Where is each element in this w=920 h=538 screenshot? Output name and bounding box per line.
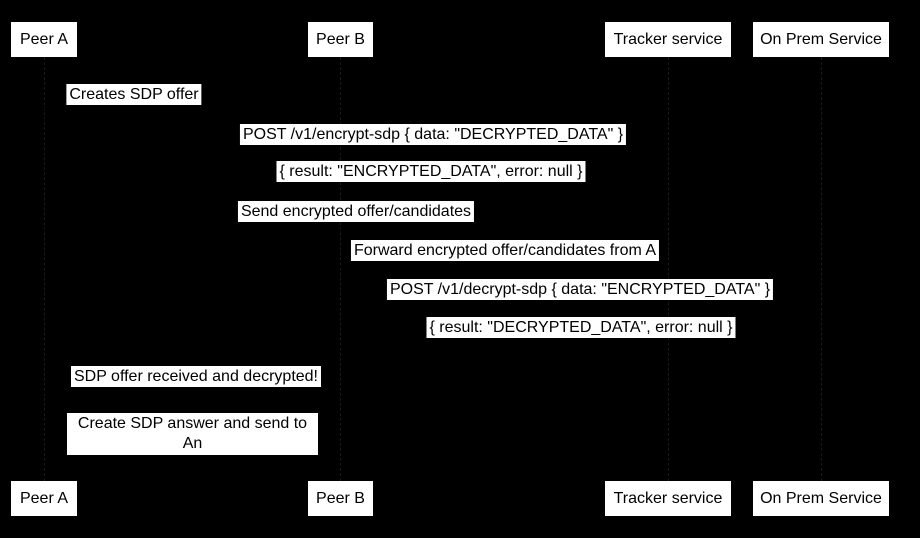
arrow-post-encrypt <box>44 152 821 153</box>
actor-peer-a-top: Peer A <box>11 22 77 57</box>
actor-peer-b-label: Peer B <box>316 30 365 48</box>
note-create-sdp-answer: Create SDP answer and send to An using t… <box>67 413 318 472</box>
arrow-forward-encrypted <box>340 267 668 268</box>
actor-peer-b-label: Peer B <box>316 489 365 507</box>
actor-peer-a-bottom: Peer A <box>11 481 77 516</box>
actor-tracker-top: Tracker service <box>605 22 731 57</box>
lifeline-peer-b <box>340 57 341 481</box>
message-send-encrypted: Send encrypted offer/candidates <box>237 201 475 222</box>
actor-onprem-top: On Prem Service <box>753 22 889 57</box>
lifeline-onprem <box>821 57 822 481</box>
lifeline-tracker <box>668 57 669 481</box>
actor-peer-b-bottom: Peer B <box>308 481 373 516</box>
note-line-2: using the same mechanism <box>95 455 290 472</box>
actor-onprem-label: On Prem Service <box>760 30 882 48</box>
actor-tracker-label: Tracker service <box>613 489 723 507</box>
message-encrypt-result: { result: "ENCRYPTED_DATA", error: null … <box>276 161 586 182</box>
actor-onprem-bottom: On Prem Service <box>753 481 889 516</box>
message-decrypt-result: { result: "DECRYPTED_DATA", error: null … <box>426 317 736 338</box>
lifeline-peer-a <box>44 57 45 481</box>
actor-tracker-label: Tracker service <box>613 30 723 48</box>
arrow-offer-received <box>44 393 340 394</box>
arrow-send-encrypted <box>44 229 668 230</box>
actor-tracker-bottom: Tracker service <box>605 481 731 516</box>
actor-peer-a-label: Peer A <box>19 489 69 507</box>
arrow-encrypt-result <box>44 190 821 191</box>
message-post-decrypt: POST /v1/decrypt-sdp { data: "ENCRYPTED_… <box>386 279 774 300</box>
note-line-1: Create SDP answer and send to An <box>77 415 308 452</box>
message-creates-offer: Creates SDP offer <box>66 84 202 105</box>
arrow-post-decrypt <box>340 306 821 307</box>
message-offer-received: SDP offer received and decrypted! <box>71 366 321 387</box>
actor-onprem-label: On Prem Service <box>760 489 882 507</box>
self-message-loop-peer-a <box>44 108 104 120</box>
arrow-decrypt-result <box>340 345 821 346</box>
actor-peer-a-label: Peer A <box>19 30 69 48</box>
actor-peer-b-top: Peer B <box>308 22 373 57</box>
message-post-encrypt: POST /v1/encrypt-sdp { data: "DECRYPTED_… <box>239 124 627 145</box>
message-forward-encrypted: Forward encrypted offer/candidates from … <box>350 240 660 261</box>
